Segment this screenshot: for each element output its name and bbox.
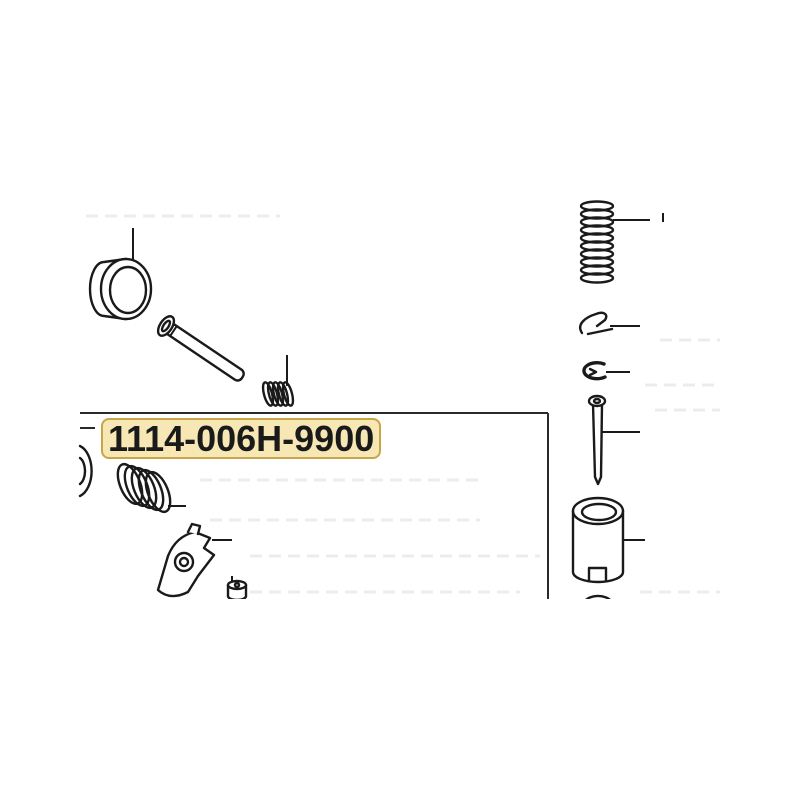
assembly-frame [80, 412, 549, 599]
hook-clip-part [579, 311, 640, 336]
sleeve-part [571, 496, 645, 584]
pivot-pin-part [156, 315, 245, 382]
partial-ring-part [78, 444, 93, 498]
coil-spring-part [579, 200, 664, 284]
bolt-part [226, 576, 248, 599]
faint-callout-lines [86, 214, 720, 594]
long-pin-part [587, 394, 640, 486]
torsion-spring-part [116, 462, 186, 514]
small-spring-part [261, 355, 295, 407]
partial-part-bottom [585, 594, 611, 599]
e-clip-part [582, 361, 630, 381]
bushing-part [88, 228, 153, 321]
bracket-plate-part [156, 522, 232, 598]
part-number-label: 1114-006H-9900 [101, 418, 382, 459]
